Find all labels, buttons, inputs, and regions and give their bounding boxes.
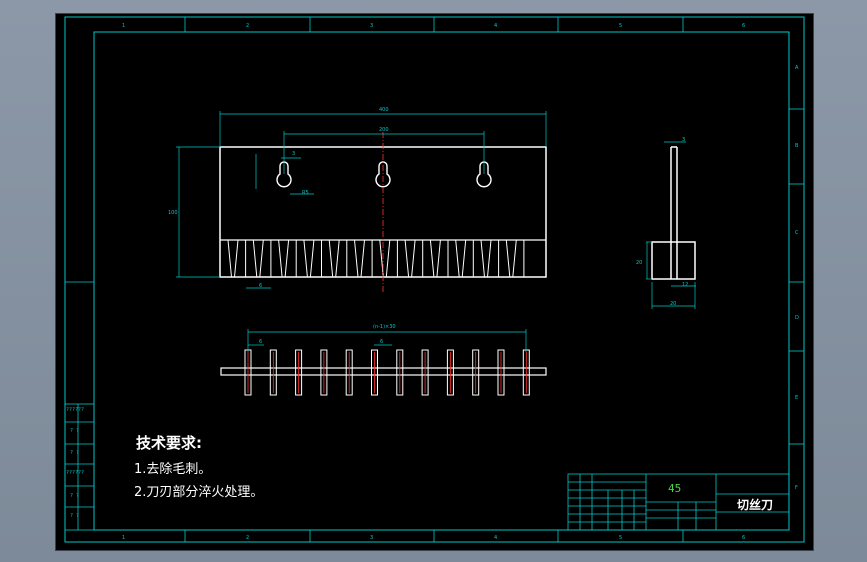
tooth-top bbox=[371, 349, 378, 396]
tooth-top bbox=[472, 349, 480, 396]
tooth-top bbox=[421, 349, 429, 396]
zone-label-top-5: 5 bbox=[619, 23, 622, 29]
dim-side-height: 20 bbox=[636, 260, 642, 266]
zone-label-bottom-4: 4 bbox=[494, 535, 497, 541]
tooth-top bbox=[446, 349, 454, 396]
zone-label-right-e: E bbox=[795, 395, 798, 401]
dim-hole-spacing: 200 bbox=[379, 127, 389, 133]
tooth-top bbox=[295, 349, 303, 396]
rev-mark-1: ?????? bbox=[66, 407, 84, 413]
dim-top-pitch: 6 bbox=[380, 339, 383, 345]
keyhole-slots bbox=[276, 161, 492, 188]
tech-requirement-1: 1.去除毛刺。 bbox=[134, 462, 212, 477]
front-teeth bbox=[227, 239, 525, 278]
rev-mark-5: ? ? bbox=[70, 493, 79, 499]
zone-label-bottom-6: 6 bbox=[742, 535, 745, 541]
tooth-front bbox=[455, 239, 467, 278]
cad-viewport[interactable]: 1 2 3 4 5 6 1 2 3 4 5 6 A B C D E F bbox=[55, 13, 814, 551]
zone-label-top-3: 3 bbox=[370, 23, 373, 29]
zone-label-top-1: 1 bbox=[122, 23, 125, 29]
tooth-front bbox=[303, 239, 315, 278]
zone-label-bottom-5: 5 bbox=[619, 535, 622, 541]
zone-label-right-f: F bbox=[795, 485, 798, 491]
drawing-canvas: 1 2 3 4 5 6 1 2 3 4 5 6 A B C D E F bbox=[64, 16, 805, 543]
left-column-text: ?????? ? ? ? ? ?????? ? ? ? ? bbox=[66, 407, 84, 519]
dim-tooth-gap: 6 bbox=[259, 283, 262, 289]
side-view bbox=[651, 146, 696, 280]
dim-top-gap: 6 bbox=[259, 339, 262, 345]
zone-label-right-c: C bbox=[795, 230, 799, 236]
zone-label-right-b: B bbox=[795, 143, 799, 149]
top-dim-text: (n-1)×30 6 6 bbox=[259, 324, 396, 345]
part-name-label: 切丝刀 bbox=[737, 498, 774, 512]
zone-label-top-6: 6 bbox=[742, 23, 745, 29]
tooth-front bbox=[252, 239, 264, 278]
material-label: 45 bbox=[668, 482, 682, 495]
zone-label-top-2: 2 bbox=[246, 23, 249, 29]
dim-side-base: 12 bbox=[682, 282, 688, 288]
left-revision-column bbox=[64, 403, 95, 531]
rev-mark-6: ? ? bbox=[70, 513, 79, 519]
top-dimensions bbox=[247, 329, 527, 352]
tooth-top bbox=[320, 349, 328, 396]
rev-mark-4: ?????? bbox=[66, 470, 84, 476]
tooth-top bbox=[396, 349, 404, 396]
tooth-top bbox=[497, 349, 505, 396]
tooth-front bbox=[505, 239, 517, 278]
top-view-body bbox=[220, 367, 547, 376]
tooth-top bbox=[269, 349, 277, 396]
zone-labels: 1 2 3 4 5 6 1 2 3 4 5 6 A B C D E F bbox=[122, 23, 799, 541]
dim-tooth-pitch: (n-1)×30 bbox=[373, 324, 396, 330]
tech-requirements-title: 技术要求: bbox=[136, 434, 202, 452]
zone-label-bottom-1: 1 bbox=[122, 535, 125, 541]
side-dim-text: 3 20 12 20 bbox=[636, 137, 688, 307]
zone-label-right-a: A bbox=[795, 65, 799, 71]
top-teeth bbox=[244, 349, 530, 396]
tooth-front bbox=[354, 239, 365, 278]
rev-mark-3: ? ? bbox=[70, 450, 79, 456]
tech-requirement-2: 2.刀刃部分淬火处理。 bbox=[134, 485, 264, 500]
zone-label-top-4: 4 bbox=[494, 23, 497, 29]
side-dimensions bbox=[646, 141, 696, 309]
dim-slot-radius: R5 bbox=[302, 190, 309, 196]
outer-frame bbox=[64, 16, 805, 543]
zone-ticks bbox=[65, 17, 804, 542]
tooth-front bbox=[379, 239, 391, 278]
front-view bbox=[219, 132, 547, 294]
rev-mark-2: ? ? bbox=[70, 428, 79, 434]
dim-side-width: 20 bbox=[670, 301, 676, 307]
zone-label-right-d: D bbox=[795, 315, 799, 321]
tooth-front bbox=[328, 239, 340, 278]
tooth-front bbox=[278, 239, 290, 278]
front-dimensions bbox=[176, 111, 547, 289]
zone-label-bottom-2: 2 bbox=[246, 535, 249, 541]
tooth-front bbox=[404, 239, 416, 278]
top-view bbox=[220, 349, 547, 396]
dim-slot-top: 3 bbox=[292, 151, 295, 157]
title-block bbox=[567, 473, 790, 531]
inner-frame bbox=[93, 31, 790, 531]
dim-overall-width: 400 bbox=[379, 107, 389, 113]
tooth-front bbox=[227, 239, 239, 278]
dim-height: 100 bbox=[168, 210, 178, 216]
front-dim-text: 400 200 100 3 R5 6 bbox=[168, 107, 389, 289]
tooth-top bbox=[345, 349, 353, 396]
tooth-front bbox=[480, 239, 492, 278]
dim-side-thickness: 3 bbox=[682, 137, 685, 143]
tooth-front bbox=[429, 239, 441, 278]
zone-label-bottom-3: 3 bbox=[370, 535, 373, 541]
